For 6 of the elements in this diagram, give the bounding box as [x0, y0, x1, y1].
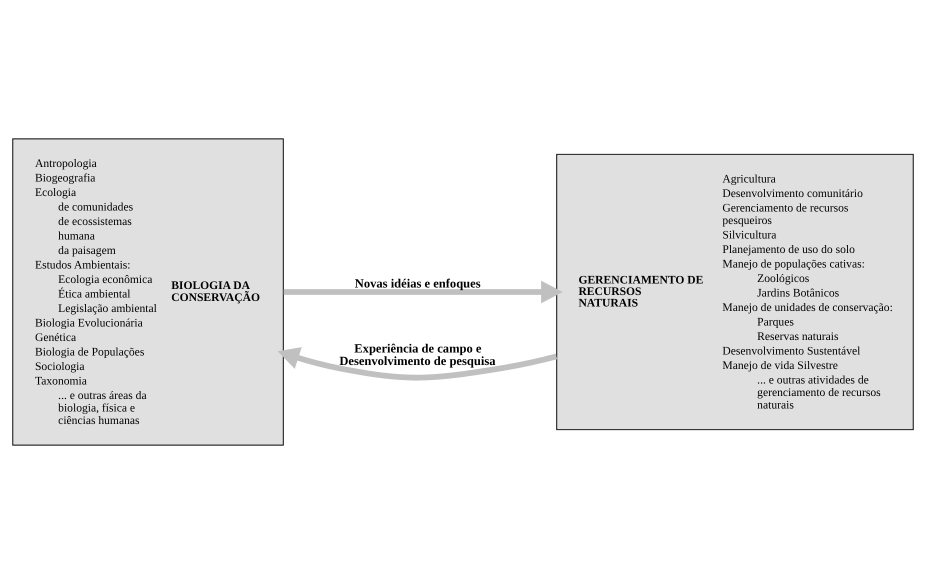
node-box: Antropologia Biogeografia Ecologia de comunidades de ecossistemas humana da paisagem Estudos Ambientais: Ecologia econômica Ética ambiental Legislação ambiental Biologia Evolucionária Genética Biologia de Populações Sociologia Taxonomia ... e outras áreas da biologia, física e ciências humanas BIOLOGIA DA CONSERVAÇÃO	[12, 138, 284, 446]
arrow	[284, 280, 563, 304]
arrow	[278, 347, 558, 381]
edge-label: Experiência de campo e Desenvolvimento de pesquisa	[339, 341, 496, 368]
edge-label: Novas idéias e enfoques	[354, 276, 481, 291]
node-box: GERENCIAMENTO DE RECURSOS NATURAIS Agricultura Desenvolvimento comunitário Gerenciamento de recursos pesqueiros Silvicultura Planejamento de uso do solo Manejo de populações cativas: Zoológicos Jardins Botânicos Manejo de unidades de conservação: Parques Reservas naturais Desenvolvimento Sustentável Manejo de vida Silvestre ... e outras atividades de gerenciamento de recursos naturais	[556, 154, 914, 430]
